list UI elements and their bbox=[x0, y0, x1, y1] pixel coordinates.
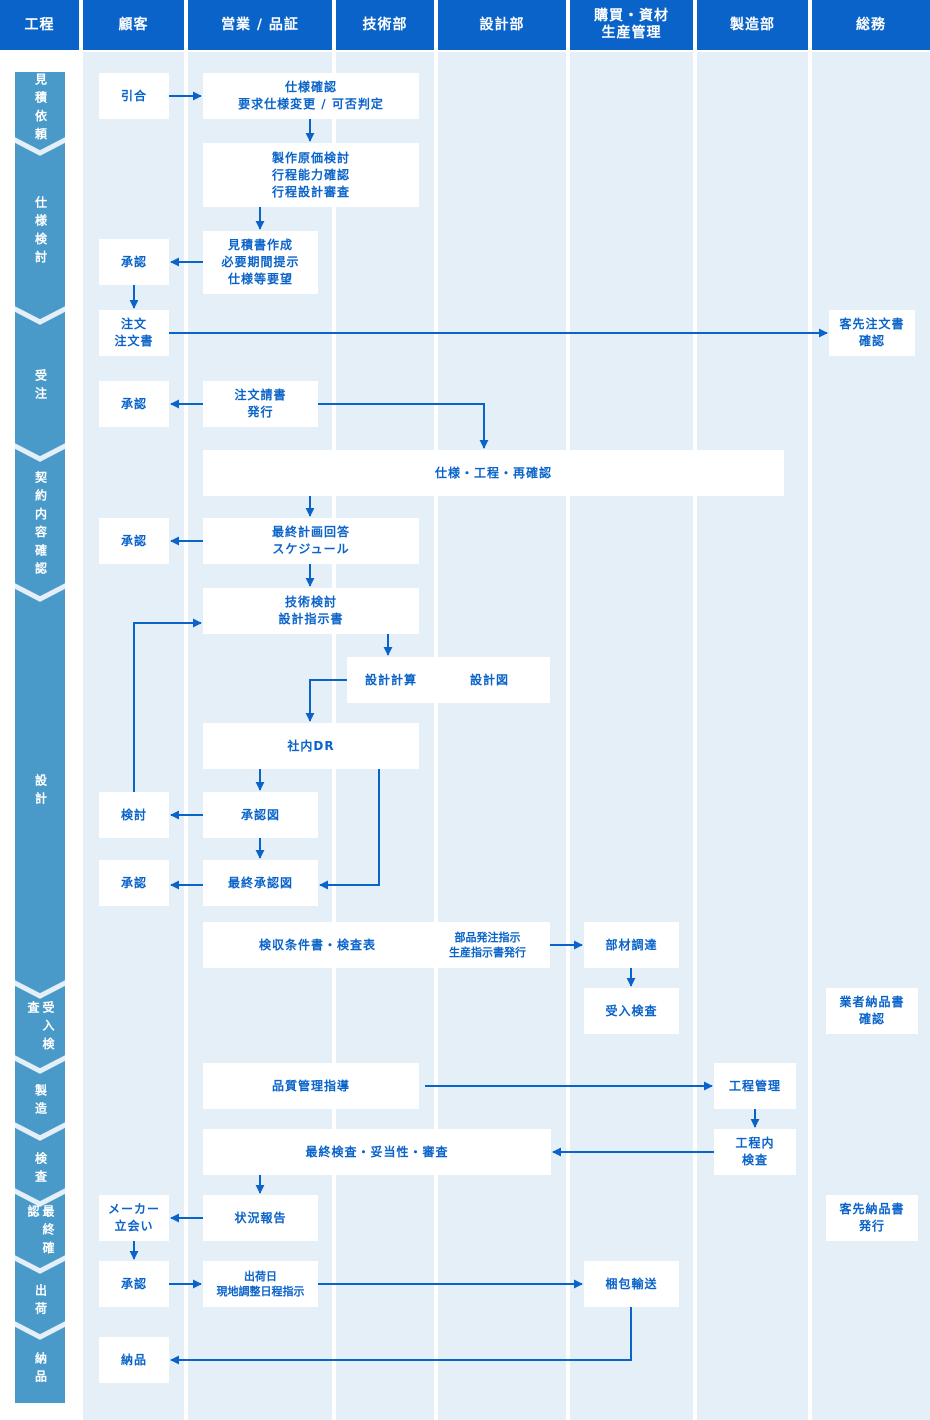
box-tech-review: 技術検討 設計指示書 bbox=[203, 588, 419, 634]
header-process: 工程 bbox=[0, 0, 79, 50]
box-spec-confirm: 仕様確認 要求仕様変更 / 可否判定 bbox=[203, 73, 419, 119]
arrow bbox=[319, 769, 380, 890]
stage-chevron bbox=[15, 137, 65, 156]
stage-strip bbox=[15, 72, 65, 1403]
parts-order-text: 部品発注指示 生産指示書発行 bbox=[449, 931, 526, 959]
stage-label-text: 最 終 確 認 bbox=[26, 1205, 55, 1255]
stage-quote-request: 見 積 依 頼 bbox=[15, 72, 65, 142]
box-materials-procurement: 部材調達 bbox=[584, 922, 679, 968]
box-status-report: 状況報告 bbox=[203, 1195, 318, 1241]
stage-label-text: 検 査 bbox=[33, 1151, 48, 1184]
stage-label-text: 受 注 bbox=[33, 369, 48, 401]
header-engineering: 技術部 bbox=[336, 0, 434, 50]
header-purchasing: 購買・資材 生産管理 bbox=[570, 0, 693, 50]
stage-label-text: 仕 様 検 討 bbox=[33, 196, 48, 264]
stage-label-text: 受 入 検 査 bbox=[26, 1001, 55, 1051]
stage-label-text: 出 荷 bbox=[33, 1283, 48, 1316]
stage-chevron bbox=[15, 1122, 65, 1141]
box-in-process-inspection: 工程内 検査 bbox=[714, 1129, 796, 1175]
box-internal-dr: 社内DR bbox=[203, 723, 419, 769]
stage-receiving-inspection: 受 入 検 査 bbox=[15, 1001, 65, 1056]
arrow bbox=[305, 679, 347, 722]
stage-label-text: 納 品 bbox=[33, 1352, 48, 1384]
box-maker-witness: メーカー 立会い bbox=[99, 1195, 169, 1241]
stage-chevron bbox=[15, 583, 65, 602]
box-inquiry: 引合 bbox=[99, 73, 169, 119]
box-shipping-date: 出荷日 現地調整日程指示 bbox=[203, 1261, 318, 1307]
box-approval-4: 承認 bbox=[99, 860, 169, 906]
column-bg-general-affairs bbox=[812, 52, 930, 1420]
box-order-confirmation: 注文請書 発行 bbox=[203, 381, 318, 427]
stage-shipping: 出 荷 bbox=[15, 1272, 65, 1327]
box-customer-order-check: 客先注文書 確認 bbox=[829, 310, 915, 356]
header-sales-qa: 営業 / 品証 bbox=[188, 0, 332, 50]
box-final-approval-drawing: 最終承認図 bbox=[203, 860, 318, 906]
box-quality-guidance: 品質管理指導 bbox=[203, 1063, 419, 1109]
column-bg-design bbox=[438, 52, 566, 1420]
box-customer-delivery-note: 客先納品書 発行 bbox=[826, 1195, 918, 1241]
stage-label-text: 契 約 内 容 確 認 bbox=[33, 470, 48, 575]
header-design: 設計部 bbox=[438, 0, 566, 50]
box-receiving-inspection: 受入検査 bbox=[584, 988, 679, 1034]
box-reconfirm: 仕様・工程・再確認 bbox=[203, 450, 784, 496]
box-cost-review: 製作原価検討 行程能力確認 行程設計審査 bbox=[203, 143, 419, 207]
box-customer-review: 検討 bbox=[99, 792, 169, 838]
box-vendor-delivery-check: 業者納品書 確認 bbox=[826, 988, 918, 1034]
stage-label-text: 設 計 bbox=[33, 774, 48, 806]
box-order: 注文 注文書 bbox=[99, 310, 169, 356]
arrow bbox=[170, 1307, 632, 1365]
box-design-calc-drawing: 設計計算 設計図 bbox=[347, 657, 550, 703]
box-packing-transport: 梱包輸送 bbox=[584, 1261, 679, 1307]
stage-chevron bbox=[15, 443, 65, 462]
stage-manufacturing: 製 造 bbox=[15, 1072, 65, 1127]
header-manufacturing: 製造部 bbox=[697, 0, 808, 50]
arrow bbox=[318, 403, 489, 449]
stage-spec-review: 仕 様 検 討 bbox=[15, 155, 65, 305]
design-drawing-text: 設計図 bbox=[470, 672, 510, 687]
stage-inspection: 検 査 bbox=[15, 1140, 65, 1195]
stage-chevron bbox=[15, 306, 65, 325]
design-calc-text: 設計計算 bbox=[365, 672, 418, 687]
box-approval-drawing: 承認図 bbox=[203, 792, 318, 838]
box-approval-2: 承認 bbox=[99, 381, 169, 427]
column-bg-purchasing bbox=[570, 52, 693, 1420]
box-approval-5: 承認 bbox=[99, 1261, 169, 1307]
stage-final-check: 最 終 確 認 bbox=[15, 1205, 65, 1260]
box-approval-1: 承認 bbox=[99, 239, 169, 285]
box-process-management: 工程管理 bbox=[714, 1063, 796, 1109]
stage-chevron bbox=[15, 980, 65, 999]
stage-chevron bbox=[15, 1055, 65, 1074]
box-estimate: 見積書作成 必要期間提示 仕様等要望 bbox=[203, 231, 318, 294]
stage-strip-fill bbox=[15, 72, 65, 1403]
box-inspection-conditions: 検収条件書・検査表 部品発注指示 生産指示書発行 bbox=[203, 922, 550, 968]
stage-contract-check: 契 約 内 容 確 認 bbox=[15, 460, 65, 585]
stage-chevron bbox=[15, 1321, 65, 1340]
inspection-conditions-text: 検収条件書・検査表 bbox=[259, 937, 377, 952]
box-delivery: 納品 bbox=[99, 1337, 169, 1383]
column-bg-manufacturing bbox=[697, 52, 808, 1420]
stage-label-text: 見 積 依 頼 bbox=[33, 73, 48, 141]
header-customer: 顧客 bbox=[83, 0, 184, 50]
stage-label-text: 製 造 bbox=[33, 1083, 48, 1116]
stage-delivery: 納 品 bbox=[15, 1338, 65, 1398]
stage-design: 設 計 bbox=[15, 600, 65, 980]
box-approval-3: 承認 bbox=[99, 518, 169, 564]
stage-order-receipt: 受 注 bbox=[15, 325, 65, 445]
box-final-plan: 最終計画回答 スケジュール bbox=[203, 518, 419, 564]
stage-chevron bbox=[15, 1188, 65, 1207]
arrow bbox=[133, 618, 202, 792]
stage-chevron bbox=[15, 1255, 65, 1274]
header-general-affairs: 総務 bbox=[812, 0, 930, 50]
box-final-inspection: 最終検査・妥当性・審査 bbox=[203, 1129, 551, 1175]
